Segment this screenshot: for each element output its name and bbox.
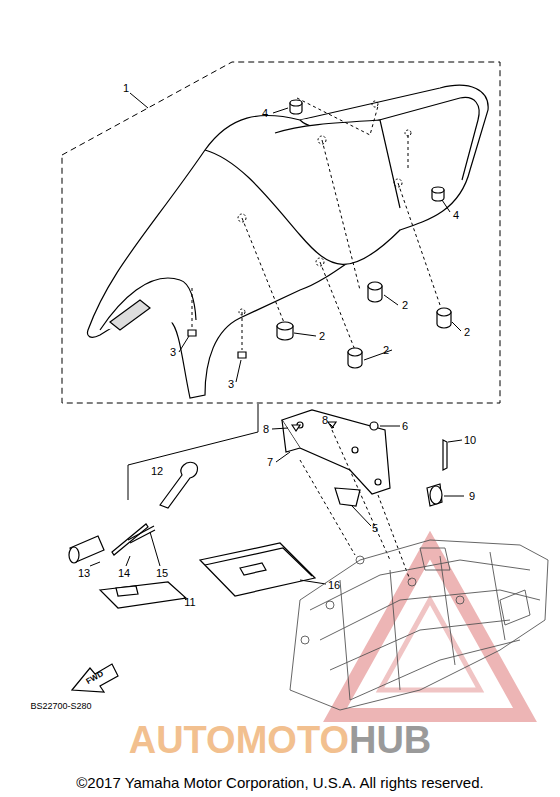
callout-number: 2 [383,345,389,356]
callout-number: 9 [469,491,475,502]
callout-number: 13 [78,568,90,579]
callout-number: 1 [123,83,129,94]
callout-number: 4 [262,108,268,119]
callout-number: 15 [156,568,168,579]
callout-number: 2 [319,331,325,342]
callout-number: 4 [453,210,459,221]
watermark: AUTOMOTO [129,721,349,759]
callout-number: 3 [170,347,176,358]
callout-number: 8 [322,415,328,426]
callout-number: 16 [328,580,340,591]
watermark: HUB [349,721,431,759]
callout-number: 14 [118,568,130,579]
callout-number: 10 [464,435,476,446]
diagram-code: BS22700-S280 [30,702,91,711]
callout-number: 11 [184,597,195,608]
callout-number: 7 [267,457,273,468]
callout-number: 8 [263,424,269,435]
callout-number: 5 [372,523,378,534]
callout-number: 3 [228,379,234,390]
callout-number: 2 [402,300,408,311]
callout-number: 6 [402,421,408,432]
callout-number: 12 [151,466,163,477]
callout-number: 2 [464,327,470,338]
copyright-note: ©2017 Yamaha Motor Corporation, U.S.A. A… [76,775,483,790]
